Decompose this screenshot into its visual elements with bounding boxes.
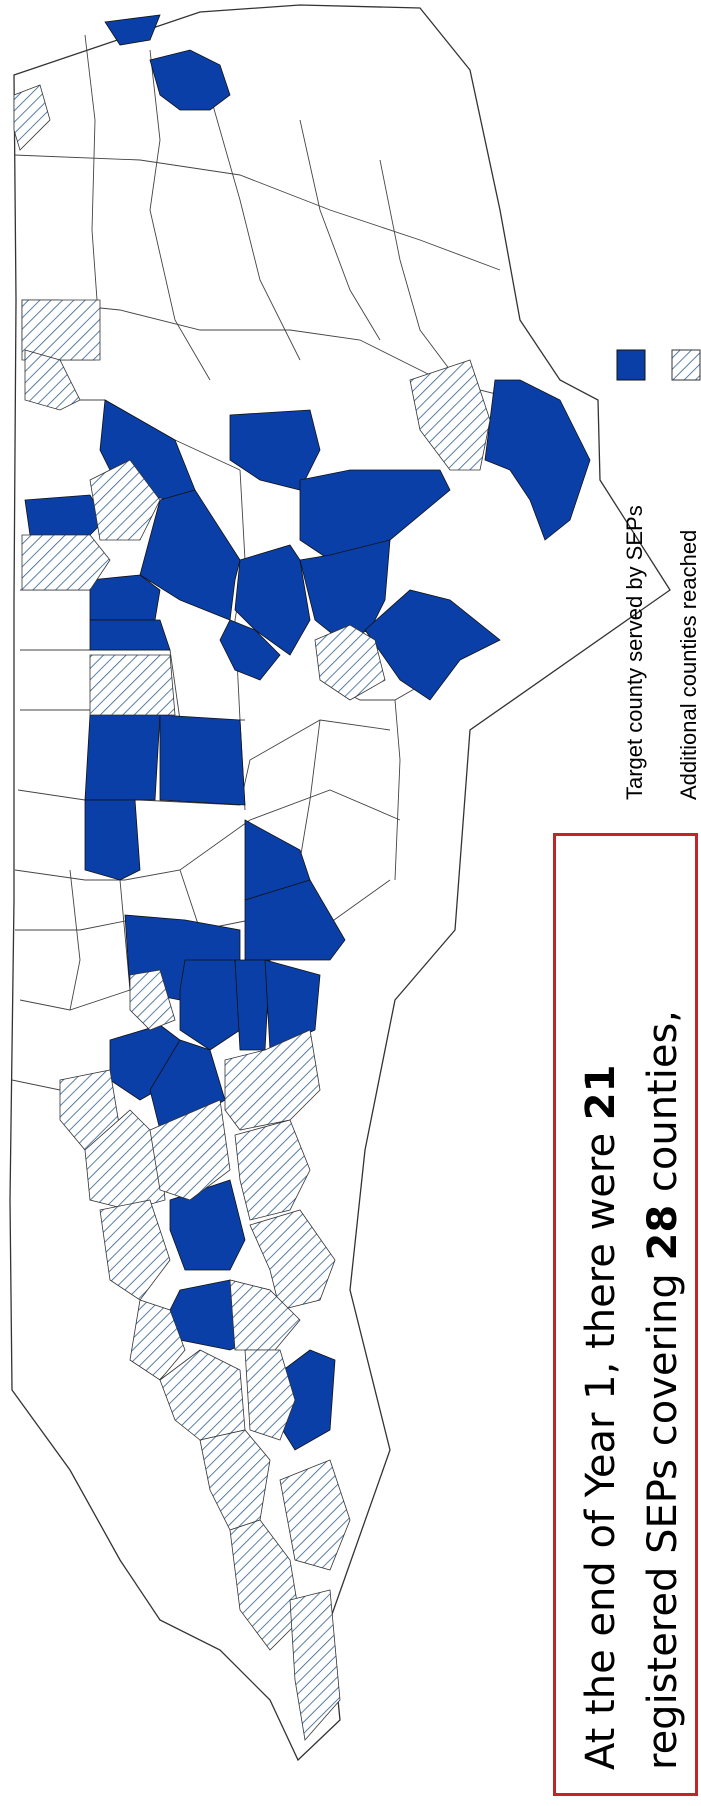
callout-line-2-text: registered SEPs covering: [640, 1260, 686, 1770]
callout-line-2: registered SEPs covering 28 counties,: [632, 836, 694, 1770]
callout-box: At the end of Year 1, there were 21 regi…: [553, 833, 698, 1796]
legend-label-additional: Additional counties reached: [676, 529, 701, 800]
callout-sep-count: 21: [578, 1064, 624, 1121]
callout-text: At the end of Year 1, there were 21 regi…: [556, 836, 698, 1796]
callout-line-1: At the end of Year 1, there were 21: [570, 836, 632, 1770]
legend-swatch-target: [616, 349, 646, 381]
legend-swatch-additional: [671, 349, 701, 381]
legend-label-target: Target county served by SEPs: [622, 505, 647, 800]
callout-line-2-suffix: counties,: [640, 1009, 686, 1205]
target-counties: [24, 14, 591, 1451]
legend-item-target: Target county served by SEPs: [622, 0, 647, 800]
callout-county-count: 28: [640, 1204, 686, 1261]
additional-counties: [13, 84, 491, 1741]
callout-line-1-text: At the end of Year 1, there were: [578, 1120, 624, 1770]
legend-item-additional: Additional counties reached: [676, 0, 701, 800]
